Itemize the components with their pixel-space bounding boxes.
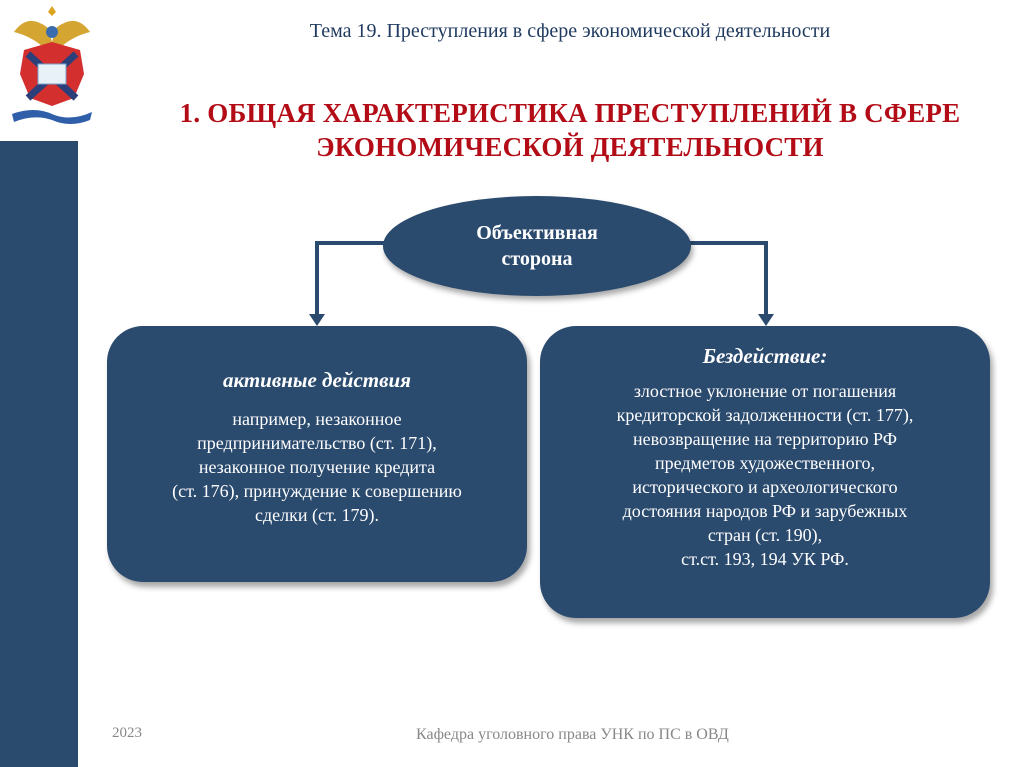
node-label: Объективная [476, 222, 598, 244]
footer-department: Кафедра уголовного права УНК по ПС в ОВД [416, 726, 729, 743]
box-text: злостное уклонение от погашения кредитор… [540, 379, 990, 571]
text-line: сделки (ст. 179). [255, 505, 379, 525]
text-line: незаконное получение кредита [198, 457, 436, 477]
page-title: 1. ОБЩАЯ ХАРАКТЕРИСТИКА ПРЕСТУПЛЕНИЙ В С… [140, 96, 1000, 164]
text-line: злостное уклонение от погашения [633, 381, 897, 401]
text-line: невозвращение на территорию РФ [633, 429, 897, 449]
coat-of-arms-icon [12, 6, 92, 124]
box-text: например, незаконное предпринимательство… [107, 407, 527, 527]
text-line: ст.ст. 193, 194 УК РФ. [681, 549, 849, 569]
text-line: предпринимательство (ст. 171), [197, 433, 437, 453]
text-line: кредиторской задолженности (ст. 177), [616, 405, 914, 425]
node-label: сторона [501, 248, 573, 270]
box-heading: Бездействие: [702, 344, 828, 368]
text-line: достояния народов РФ и зарубежных [622, 501, 908, 521]
topic-heading: Тема 19. Преступления в сфере экономичес… [309, 20, 831, 42]
text-line: например, незаконное [232, 409, 402, 429]
active-actions-box: активные действия например, незаконное п… [107, 326, 527, 582]
box-heading: активные действия [222, 368, 411, 392]
footer-year: 2023 [112, 725, 142, 741]
text-line: (ст. 176), принуждение к совершению [172, 481, 462, 501]
title-line: 1. ОБЩАЯ ХАРАКТЕРИСТИКА ПРЕСТУПЛЕНИЙ В С… [179, 98, 961, 128]
objective-side-node: Объективная сторона [383, 196, 691, 296]
inaction-box: Бездействие: злостное уклонение от погаш… [540, 326, 990, 618]
text-line: исторического и археологического [632, 477, 898, 497]
sidebar-bar [0, 141, 78, 767]
text-line: стран (ст. 190), [707, 525, 823, 545]
text-line: предметов художественного, [654, 453, 876, 473]
title-line: ЭКОНОМИЧЕСКОЙ ДЕЯТЕЛЬНОСТИ [316, 132, 824, 162]
